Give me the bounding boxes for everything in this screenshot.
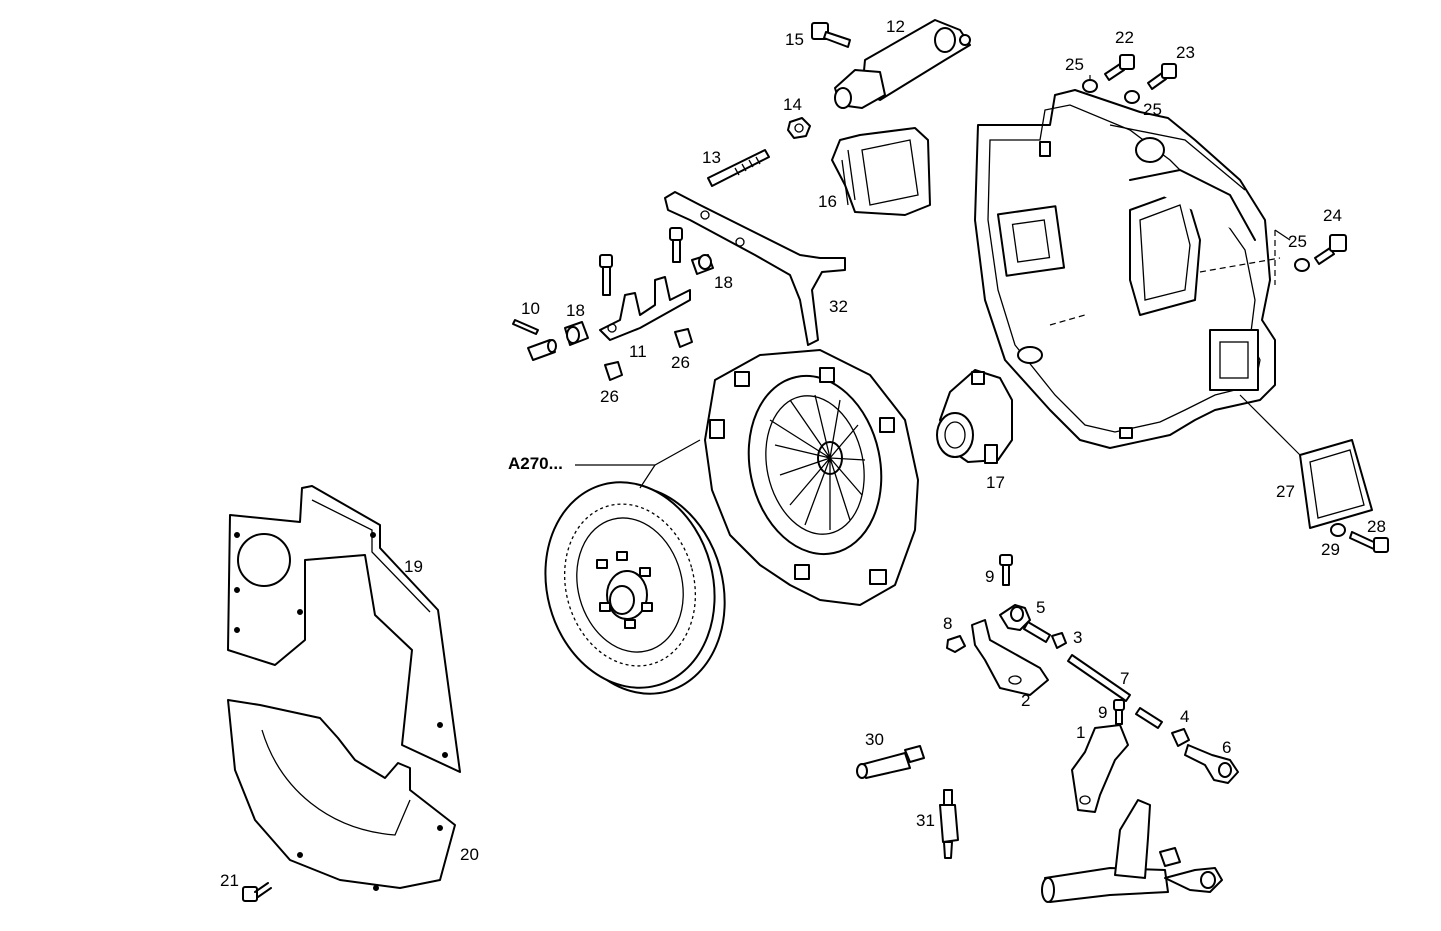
part-1-lever [1071,724,1129,813]
part-11-bracket [599,254,691,341]
callout-29: 29 [1321,540,1340,559]
part-6-rod-end [1184,744,1239,784]
callout-20: 20 [460,845,479,864]
callout-assembly-a270: A270... [508,454,563,473]
callout-23: 23 [1176,43,1195,62]
callout-leaders [1089,75,1291,241]
part-12-slave-cylinder [834,19,971,109]
callout-30: 30 [865,730,884,749]
callout-4: 4 [1180,707,1189,726]
part-10-pin [512,319,557,361]
release-shaft [1041,799,1223,903]
part-2-bracket [971,619,1049,696]
callout-19: 19 [404,557,423,576]
callout-22: 22 [1115,28,1134,47]
part-18-left-bush [564,321,589,346]
callout-25-a: 25 [1065,55,1084,74]
callout-15: 15 [785,30,804,49]
callout-27: 27 [1276,482,1295,501]
part-7-threaded-rod [1067,654,1163,729]
part-30-spacer [856,745,925,779]
part-13-stud [707,149,770,187]
callout-3: 3 [1073,628,1082,647]
callout-9-top: 9 [985,567,994,586]
callout-2: 2 [1021,691,1030,710]
pivot-bolt [669,227,683,263]
part-16-rubber-boot [831,127,931,216]
callout-25-c: 25 [1288,232,1307,251]
callout-8: 8 [943,614,952,633]
assembly-leader [575,439,701,489]
callout-1: 1 [1076,723,1085,742]
part-3-nut [1051,632,1067,649]
callout-31: 31 [916,811,935,830]
callout-18-right: 18 [714,273,733,292]
part-29-washer [1330,523,1346,537]
part-15-bolt [811,22,851,48]
bell-housing [974,89,1301,456]
clutch-driven-disc [544,481,726,695]
part-20-lower-shield [227,699,456,891]
part-4-nut [1171,728,1190,747]
part-27-cover-plate [1299,439,1373,529]
part-28-screw [1349,531,1389,553]
part-14-nut [787,117,811,139]
callout-21: 21 [220,871,239,890]
callout-9-lower: 9 [1098,703,1107,722]
callout-11: 11 [629,342,647,361]
part-31-switch [939,789,959,859]
callout-28: 28 [1367,517,1386,536]
callout-12: 12 [886,17,905,36]
part-17-release-bearing [936,369,1013,464]
callout-26-b: 26 [671,353,690,372]
part-32-release-fork [664,191,846,346]
part-9-bolt-lower [1113,699,1125,725]
callout-7: 7 [1120,669,1129,688]
part-8-nut [946,635,966,653]
callout-32: 32 [829,297,848,316]
callout-16: 16 [818,192,837,211]
callout-10: 10 [521,299,540,318]
part-19-upper-shield [227,485,461,773]
callout-labels: 1 2 3 4 5 6 7 8 9 9 10 11 12 13 14 15 16… [220,17,1386,890]
callout-26-a: 26 [600,387,619,406]
callout-5: 5 [1036,598,1045,617]
callout-6: 6 [1222,738,1231,757]
part-26-nut-b [674,328,693,348]
part-9-bolt-top [999,554,1013,586]
clutch-pressure-plate [704,349,919,606]
part-26-nut-a [604,361,623,381]
callout-17: 17 [986,473,1005,492]
part-23-screw [1147,63,1177,90]
part-21-bolt [242,882,272,902]
callout-14: 14 [783,95,802,114]
part-5-rod-end [999,604,1051,643]
part-24-screw [1314,234,1347,265]
part-22-screw [1104,54,1135,81]
callout-24: 24 [1323,206,1342,225]
callout-18-left: 18 [566,301,585,320]
callout-25-b: 25 [1143,100,1162,119]
callout-13: 13 [702,148,721,167]
part-18-bush [691,254,714,275]
